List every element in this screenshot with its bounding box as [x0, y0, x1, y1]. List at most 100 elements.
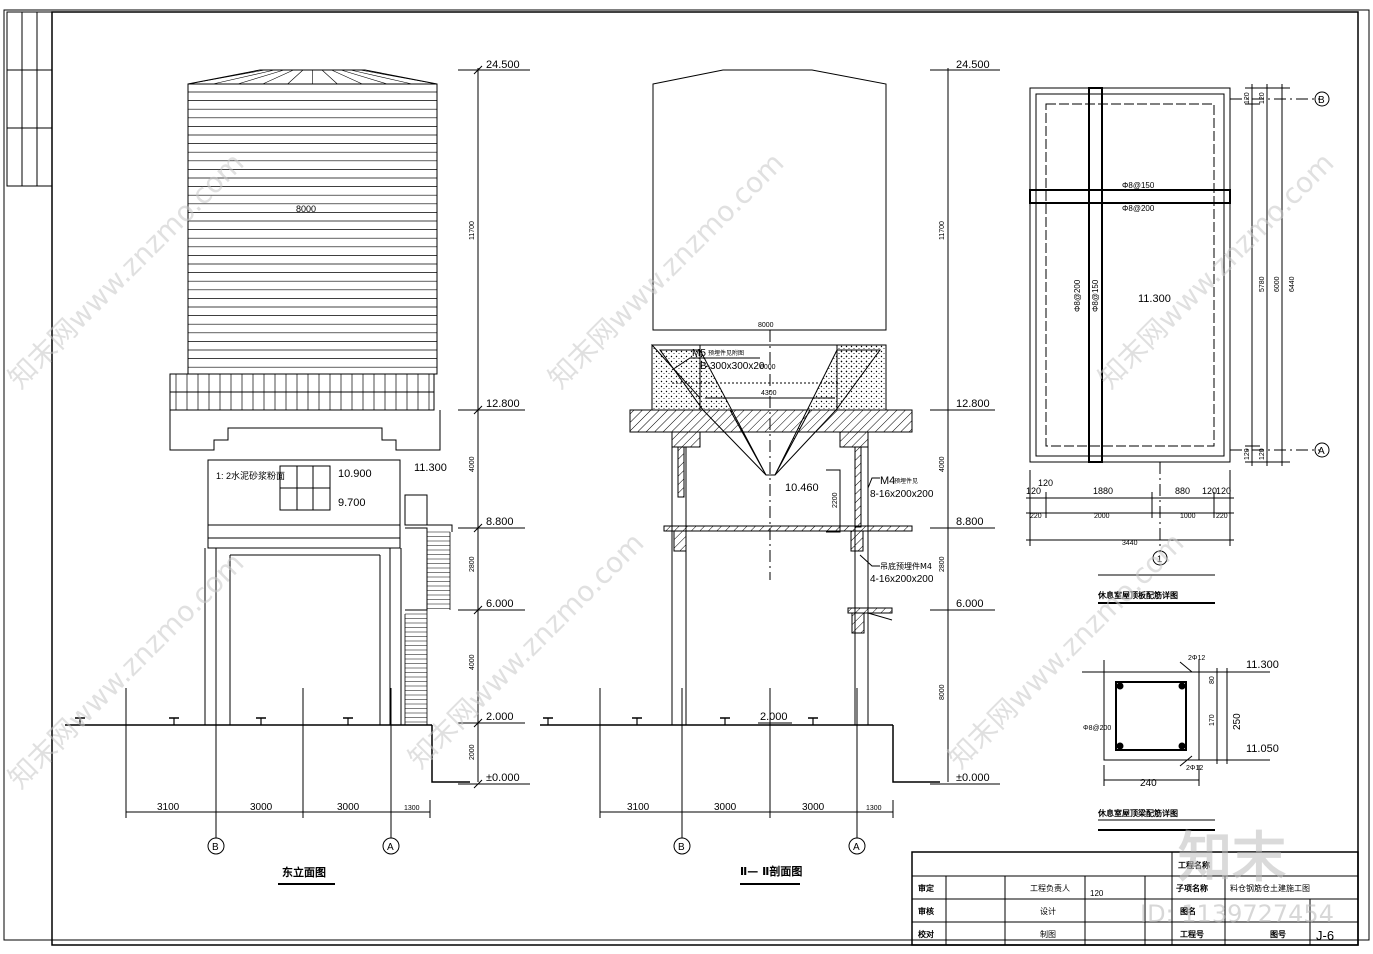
stair-upper	[427, 531, 451, 610]
beam-height: 250	[1232, 713, 1243, 730]
svg-text:24.500: 24.500	[486, 59, 520, 71]
beam-top-rebar: 2Φ12	[1188, 655, 1205, 662]
svg-text:120: 120	[1026, 486, 1041, 496]
svg-text:220: 220	[1030, 513, 1042, 520]
svg-text:6.000: 6.000	[956, 598, 984, 610]
silo-outline	[652, 69, 887, 331]
section-m4-note: 预埋件见	[894, 477, 918, 485]
svg-text:校对: 校对	[918, 929, 934, 939]
section-inner-dim: 2200	[832, 492, 839, 508]
svg-text:±0.000: ±0.000	[956, 772, 990, 784]
svg-text:工程号: 工程号	[1180, 929, 1204, 939]
svg-text:2.000: 2.000	[760, 711, 788, 723]
left-level-labels: 24.500 12.800 11.300 10.900 9.700 8.800 …	[338, 59, 520, 784]
svg-text:8000: 8000	[939, 684, 946, 700]
svg-text:制图: 制图	[1040, 929, 1056, 939]
stair-lower	[404, 610, 428, 725]
svg-text:11700: 11700	[469, 221, 476, 240]
svg-text:12.800: 12.800	[956, 398, 990, 410]
plan-bottom-dims: 120 120 1880 880 120 120 220 2000 1000 2…	[1026, 478, 1231, 547]
section-m4-label: M4	[880, 475, 895, 487]
svg-text:审核: 审核	[918, 906, 934, 916]
svg-text:知末: 知末	[1178, 826, 1286, 889]
plan-axis-1: 1	[1157, 554, 1162, 564]
svg-text:1000: 1000	[1180, 513, 1196, 520]
ring-slab	[629, 409, 913, 433]
svg-text:知末网www.znzmo.com: 知末网www.znzmo.com	[942, 526, 1191, 775]
beam-width: 240	[1140, 778, 1157, 789]
tank-body	[187, 83, 438, 375]
beam-stirrup: Φ8@200	[1083, 725, 1111, 732]
section-hopper-level: 10.460	[785, 482, 819, 494]
binding-stamp-box	[6, 11, 53, 187]
svg-text:6.000: 6.000	[486, 598, 514, 610]
svg-text:8.800: 8.800	[486, 516, 514, 528]
svg-text:880: 880	[1175, 486, 1190, 496]
svg-text:120: 120	[1244, 448, 1251, 460]
svg-text:2800: 2800	[939, 556, 946, 572]
left-vertical-dims: 11700 4000 2800 4000 2000	[469, 221, 476, 760]
title-block	[911, 851, 1359, 946]
beam-inner-h: 170	[1209, 714, 1216, 726]
svg-text:工程名称: 工程名称	[1178, 860, 1210, 870]
svg-text:10.900: 10.900	[338, 468, 372, 480]
svg-text:6440: 6440	[1289, 276, 1296, 292]
east-elevation	[65, 65, 483, 885]
section-level-marks	[758, 69, 1000, 785]
tank-siding-lines	[188, 91, 437, 368]
svg-text:220: 220	[1216, 513, 1228, 520]
plan-axis-a: A	[1318, 446, 1325, 457]
axis-b-section: B	[678, 842, 685, 853]
ring-beam	[169, 410, 441, 451]
svg-text:3000: 3000	[250, 802, 273, 813]
svg-text:图名: 图名	[1180, 906, 1196, 916]
svg-text:5780: 5780	[1259, 276, 1266, 292]
svg-text:图号: 图号	[1270, 930, 1286, 939]
section-m5-note: 预埋件见附图	[708, 349, 744, 357]
left-view-title: 东立面图	[282, 865, 326, 879]
axis-a-section: A	[853, 842, 860, 853]
svg-text:120: 120	[1038, 478, 1053, 488]
svg-text:子项名称: 子项名称	[1176, 883, 1208, 893]
left-horizontal-dims: 3100 3000 3000 1300	[157, 802, 420, 813]
plan-axis-b: B	[1318, 95, 1325, 106]
sheet-border	[3, 9, 1370, 941]
beam-level-bottom: 11.050	[1246, 743, 1279, 755]
section-view	[540, 68, 949, 885]
svg-text:24.500: 24.500	[956, 59, 990, 71]
svg-text:2000: 2000	[1094, 513, 1110, 520]
svg-text:设计: 设计	[1040, 906, 1056, 916]
svg-text:8.800: 8.800	[956, 516, 984, 528]
plan-right-dims: 120 120 5780 6000 6440 120 120	[1244, 92, 1296, 460]
svg-text:120: 120	[1090, 889, 1104, 898]
svg-text:120: 120	[1259, 92, 1266, 104]
section-horizontal-dims: 3100 3000 3000 1300	[627, 802, 882, 813]
section-plate-label: B-300x300x20	[700, 361, 765, 372]
section-m5-label: M5	[692, 348, 706, 359]
axis-b-left: B	[212, 842, 219, 853]
svg-text:9.700: 9.700	[338, 497, 366, 509]
section-hopper-label: 4300	[761, 390, 777, 397]
section-width-label: 8000	[758, 322, 774, 329]
svg-text:120: 120	[1259, 448, 1266, 460]
svg-text:ID: 1139727454: ID: 1139727454	[1140, 900, 1334, 928]
left-width-label: 8000	[296, 204, 316, 214]
rest-room	[207, 459, 401, 526]
beam-bottom-rebar: 2Φ12	[1186, 765, 1203, 772]
section-level-labels: 24.500 12.800 8.800 6.000 2.000 ±0.000	[760, 59, 990, 784]
svg-text:12.800: 12.800	[486, 398, 520, 410]
svg-text:±0.000: ±0.000	[486, 772, 520, 784]
section-m4-spec: 8-16x200x200	[870, 489, 934, 500]
svg-text:审定: 审定	[918, 883, 934, 893]
roof-ribs	[187, 69, 438, 85]
plan-rebar-v2: Φ8@150	[1091, 279, 1100, 312]
svg-text:3000: 3000	[802, 802, 825, 813]
svg-text:1880: 1880	[1093, 486, 1113, 496]
beam-top-h: 80	[1209, 676, 1216, 684]
svg-text:120: 120	[1216, 486, 1231, 496]
left-level-marks	[458, 69, 530, 785]
section-width-label-2: 6000	[760, 364, 776, 371]
svg-text:4000: 4000	[469, 654, 476, 670]
plan-rebar-top-2: Φ8@200	[1122, 204, 1155, 213]
